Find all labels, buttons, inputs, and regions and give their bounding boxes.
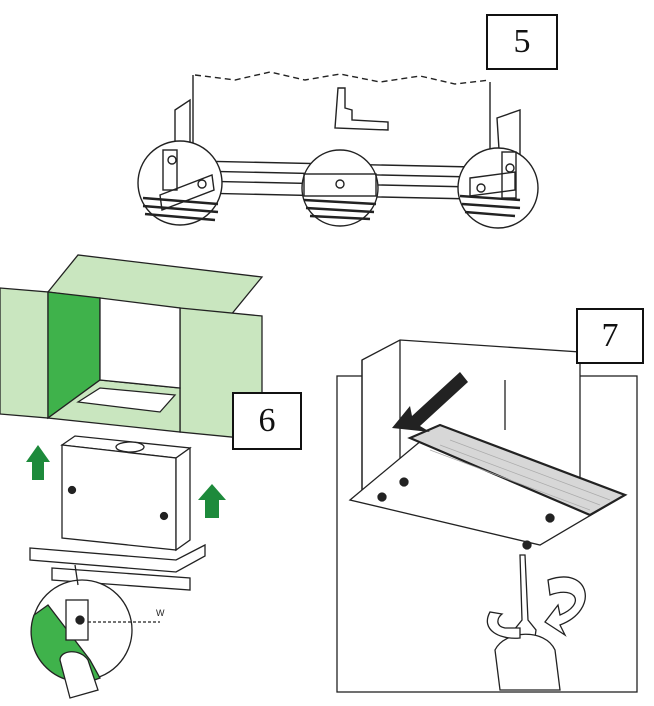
hood-body [29, 435, 206, 591]
screw-icon [505, 163, 515, 173]
step-6-panel [0, 254, 264, 699]
step-label-5: 5 [486, 14, 558, 70]
detail-circle-centre [301, 149, 379, 227]
screw-icon [476, 183, 486, 193]
screw-icon [545, 513, 555, 523]
slide-arrow-icon [392, 372, 468, 432]
step-label-7: 7 [576, 308, 644, 364]
centre-cutout [334, 87, 389, 131]
push-arrow-icon [198, 484, 226, 518]
screw-icon [377, 492, 387, 502]
marker-label: W [156, 608, 165, 618]
rotate-arrow-icon [544, 576, 586, 637]
detail-circle-bracket [30, 564, 160, 699]
hand-icon [494, 633, 561, 691]
screw-icon [522, 540, 532, 550]
grease-filter [407, 423, 628, 517]
screw-icon [67, 485, 77, 495]
hand-icon [59, 651, 99, 699]
cabinet-inner-back [99, 297, 181, 389]
rotate-arrow-icon [486, 611, 521, 639]
screw-icon [197, 179, 207, 189]
step-label-6: 6 [232, 392, 302, 450]
screw-icon [167, 155, 177, 165]
step-7-panel [336, 339, 638, 693]
detail-circle-left [137, 140, 223, 226]
hood-top-dashed-edge [194, 71, 491, 85]
screw-icon [75, 615, 85, 625]
screw-icon [159, 511, 169, 521]
step-5-panel [137, 71, 539, 229]
detail-circle-right [457, 147, 539, 229]
air-outlet [115, 441, 145, 453]
cabinet-left-wall [0, 287, 49, 419]
push-arrow-icon [26, 445, 50, 480]
cabinet-bottom-opening [76, 387, 177, 413]
screw-icon [335, 179, 345, 189]
screw-icon [399, 477, 409, 487]
